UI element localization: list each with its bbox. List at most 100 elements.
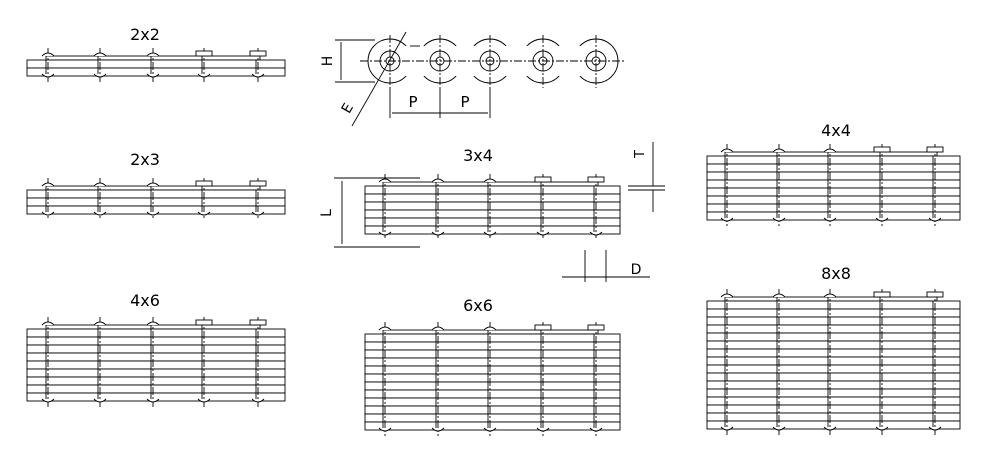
pin-head-bottom [146, 398, 160, 403]
strand-band [26, 376, 286, 386]
pin-head-bottom [928, 426, 942, 431]
pin-head-bottom [93, 211, 107, 216]
pin-head-bottom [589, 231, 603, 236]
pin-head-bottom [536, 427, 550, 432]
pin-head-bottom [875, 426, 889, 431]
strand-band [364, 217, 621, 227]
outer-plate-top [879, 151, 938, 157]
strand-band [364, 201, 621, 211]
strand-band [706, 187, 961, 197]
pin-head-top [41, 321, 55, 326]
strand-band [364, 193, 621, 203]
outer-plate-top [724, 296, 782, 302]
pin-head-bottom [483, 231, 497, 236]
chain-6x6-view [364, 322, 621, 436]
strand-band [364, 365, 621, 375]
dim-label-p2: P [460, 93, 469, 111]
chain-4x6-view [26, 317, 286, 407]
strand-band [364, 349, 621, 359]
connecting-link-plate [195, 180, 213, 187]
strand-band [706, 348, 961, 358]
pin-head-bottom [251, 398, 265, 403]
strand-band [706, 356, 961, 366]
strand-band [706, 396, 961, 406]
pin-head-bottom [431, 427, 445, 432]
strand-band [706, 340, 961, 350]
view-title-4x4: 4x4 [821, 121, 851, 140]
pin-head-top [146, 321, 160, 326]
connecting-link-plate [873, 146, 891, 153]
strand-band [706, 332, 961, 342]
strand-band [364, 333, 621, 343]
pin-head-top [146, 182, 160, 187]
strand-band [706, 308, 961, 318]
outer-plate-top [45, 55, 103, 61]
pin-head-bottom [41, 398, 55, 403]
dim-label-d: D [631, 262, 642, 278]
pin-head-top [93, 321, 107, 326]
outer-plate-top [201, 55, 261, 61]
outer-plate-top [382, 181, 441, 187]
strand-band [706, 372, 961, 382]
pin-head-top [772, 148, 786, 153]
connecting-link-plate [587, 324, 605, 331]
pin-head-top [41, 52, 55, 57]
pin-head-top [483, 326, 497, 331]
strand-band [364, 209, 621, 219]
pin-head-top [146, 52, 160, 57]
strand-band [706, 171, 961, 181]
strand-band [706, 388, 961, 398]
dim-label-l: L [319, 209, 335, 217]
pin-head-bottom [589, 427, 603, 432]
pin-head-top [823, 148, 837, 153]
dim-label-p1: P [408, 93, 417, 111]
strand-band [26, 352, 286, 362]
strand-band [26, 328, 286, 338]
outer-plate-top [879, 296, 938, 302]
pin-head-bottom [93, 398, 107, 403]
strand-band [706, 195, 961, 205]
pin-head-bottom [431, 231, 445, 236]
view-title-4x6: 4x6 [130, 291, 160, 310]
strand-band [706, 324, 961, 334]
connecting-link-plate [926, 146, 944, 153]
outer-plate-top [827, 296, 885, 302]
chain-2x3-view [26, 178, 286, 220]
outer-plate-top [540, 329, 599, 335]
pin-head-bottom [875, 217, 889, 222]
dim-label-t: T [633, 150, 648, 159]
strand-band [26, 336, 286, 346]
strand-band [364, 185, 621, 195]
strand-band [26, 344, 286, 354]
dimension-lines [334, 31, 665, 282]
pin-head-bottom [41, 73, 55, 78]
pin-head-top [93, 182, 107, 187]
connecting-link-plate [249, 319, 267, 326]
pin-head-bottom [536, 231, 550, 236]
outer-plate-top [150, 185, 207, 191]
outer-plate-top [487, 329, 546, 335]
connecting-link-plate [926, 291, 944, 298]
pin-head-bottom [823, 217, 837, 222]
pin-head-bottom [823, 426, 837, 431]
strand-band [26, 189, 286, 199]
view-title-2x2: 2x2 [130, 25, 160, 44]
pin-head-top [378, 178, 392, 183]
pin-head-bottom [720, 217, 734, 222]
pin-head-bottom [146, 73, 160, 78]
connecting-link-plate [249, 50, 267, 57]
connecting-link-plate [534, 176, 552, 183]
pin-head-top [720, 148, 734, 153]
connecting-link-plate [534, 324, 552, 331]
strand-band [706, 179, 961, 189]
pin-head-top [720, 293, 734, 298]
outer-plate-top [776, 296, 833, 302]
e-leader [351, 31, 407, 127]
outer-plate-top [150, 55, 207, 61]
pin-head-bottom [93, 73, 107, 78]
pin-head-bottom [378, 427, 392, 432]
pin-head-bottom [41, 211, 55, 216]
connecting-link-plate [195, 319, 213, 326]
pin-head-bottom [197, 211, 211, 216]
